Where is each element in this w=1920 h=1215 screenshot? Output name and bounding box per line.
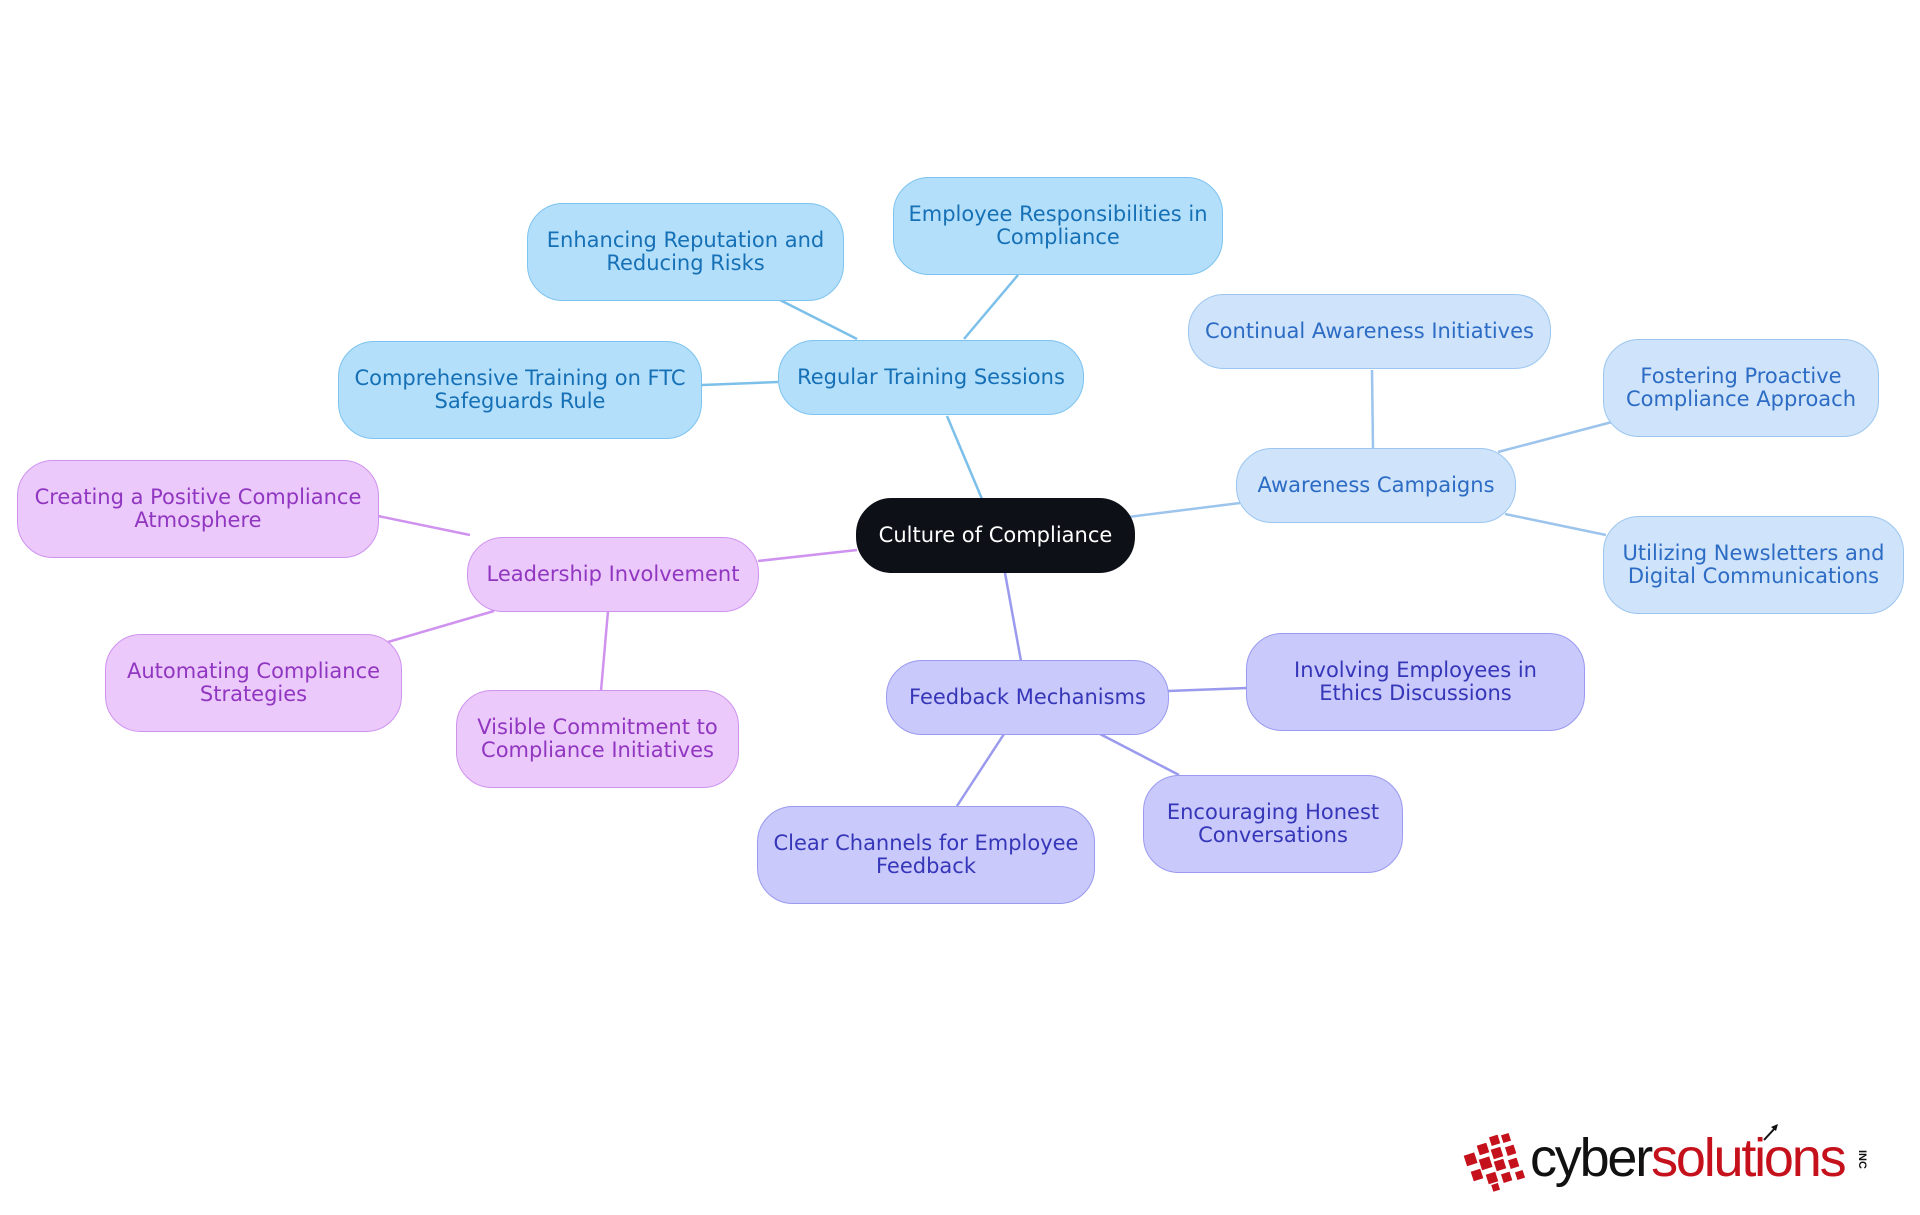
leaf-node-visible-commitment: Visible Commitment to Compliance Initiat…: [456, 690, 739, 788]
logo-inc-suffix: INC: [1856, 1150, 1868, 1169]
leaf-node-proactive: Fostering Proactive Compliance Approach: [1603, 339, 1879, 437]
leaf-node-newsletters: Utilizing Newsletters and Digital Commun…: [1603, 516, 1904, 614]
branch-node-awareness: Awareness Campaigns: [1236, 448, 1516, 523]
arrow-icon: [1763, 1124, 1778, 1141]
connector-root-awareness: [1127, 501, 1241, 519]
branch-node-leadership: Leadership Involvement: [467, 537, 759, 612]
leaf-node-ftc-training: Comprehensive Training on FTC Safeguards…: [338, 341, 702, 439]
connector-leadership-atmosphere: [377, 514, 471, 537]
connector-leadership-visible: [599, 610, 610, 692]
connector-awareness-newsletters: [1504, 512, 1607, 537]
logo-wordmark: cybersolutions: [1530, 1126, 1847, 1190]
connector-root-training: [945, 415, 984, 500]
connector-training-reputation: [779, 298, 858, 341]
connector-root-feedback: [1003, 572, 1023, 662]
leaf-node-ethics: Involving Employees in Ethics Discussion…: [1246, 633, 1585, 731]
leaf-node-honest: Encouraging Honest Conversations: [1143, 775, 1403, 873]
connector-feedback-honest: [1099, 732, 1180, 777]
branch-node-feedback: Feedback Mechanisms: [886, 660, 1169, 735]
root-node: Culture of Compliance: [856, 498, 1135, 573]
branch-node-training: Regular Training Sessions: [778, 340, 1084, 415]
logo-text-cyber: cyber: [1530, 1128, 1653, 1188]
connector-training-responsibilities: [963, 274, 1019, 340]
pixel-swoosh-icon: [1463, 1132, 1526, 1192]
leaf-node-channels: Clear Channels for Employee Feedback: [757, 806, 1095, 904]
leaf-node-continual: Continual Awareness Initiatives: [1188, 294, 1551, 369]
connector-feedback-channels: [955, 733, 1006, 807]
leaf-node-reputation: Enhancing Reputation and Reducing Risks: [527, 203, 844, 301]
company-logo: cybersolutions INC: [1462, 1124, 1882, 1198]
leaf-node-automating: Automating Compliance Strategies: [105, 634, 402, 732]
logo-text-solutions: solutions: [1651, 1128, 1847, 1188]
connector-feedback-ethics: [1167, 686, 1248, 693]
leaf-node-atmosphere: Creating a Positive Compliance Atmospher…: [17, 460, 379, 558]
connector-training-ftc: [701, 380, 779, 387]
connector-awareness-proactive: [1497, 420, 1613, 454]
connector-awareness-continual: [1370, 369, 1375, 450]
leaf-node-responsibilities: Employee Responsibilities in Compliance: [893, 177, 1223, 275]
connector-root-leadership: [757, 548, 858, 563]
connector-leadership-automating: [387, 609, 495, 644]
